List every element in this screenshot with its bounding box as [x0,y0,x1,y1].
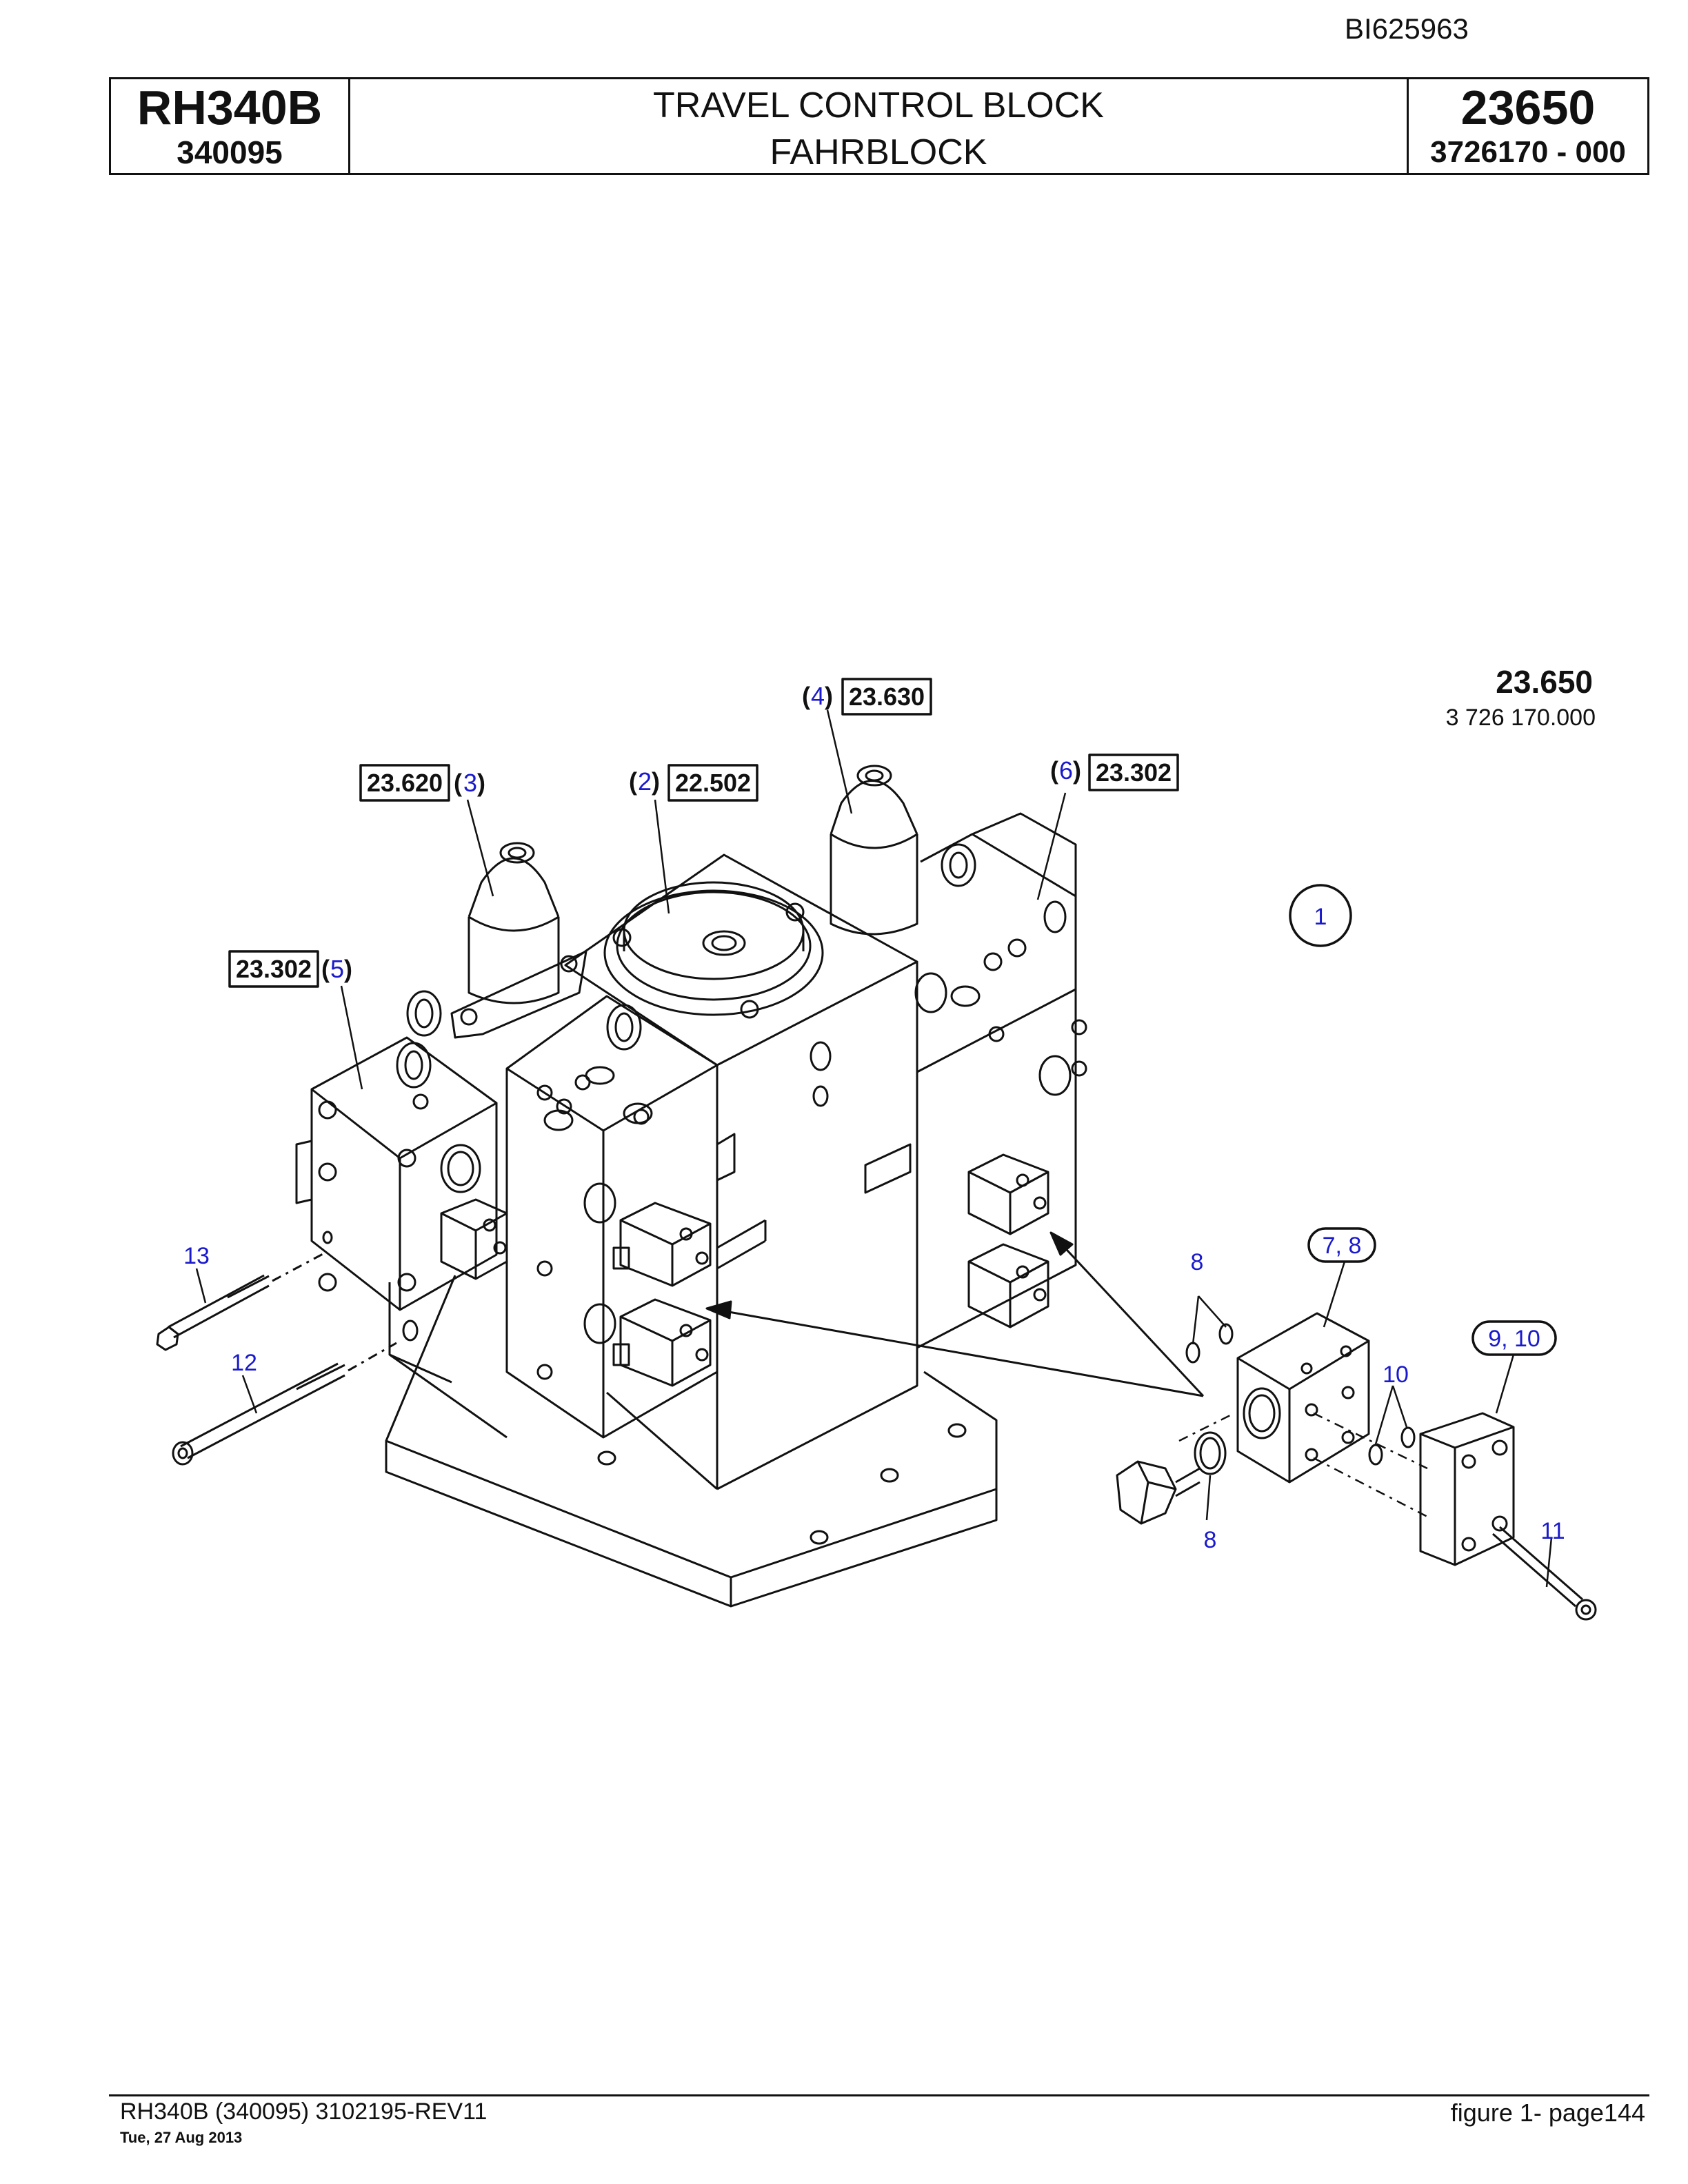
item-9-10-oval [1471,1320,1557,1356]
callout-4: ( 4 ) 23.630 [802,678,932,716]
callout-3: 23.620 ( 3 ) [359,764,485,802]
leader-lines [195,709,1553,1588]
svg-text:): ) [477,769,485,797]
document-id: BI625963 [1345,12,1469,45]
svg-text:23.630: 23.630 [849,682,925,711]
bolt-13 [156,1252,325,1351]
left-tower [396,842,642,1089]
item-9-10: 9, 10 [1488,1326,1540,1352]
footer-page: figure 1- page144 [1450,2099,1645,2127]
svg-text:): ) [652,767,660,796]
serial-number: 340095 [177,134,283,170]
item-11: 11 [1540,1518,1565,1544]
svg-text:): ) [344,955,352,983]
model-cell: RH340B 340095 [111,79,350,173]
cover-plate [1419,1412,1515,1566]
svg-text:): ) [825,682,833,710]
svg-text:(: ( [802,682,810,710]
assembly-lines [1178,1412,1428,1518]
svg-text:23.302: 23.302 [236,955,312,983]
item-12: 12 [231,1350,257,1376]
base-plate [385,1275,998,1608]
group-number: 23650 [1460,81,1596,134]
svg-text:3: 3 [463,769,477,797]
svg-text:(: ( [629,767,637,796]
callout-2: ( 2 ) 22.502 [629,764,758,802]
title-cell: TRAVEL CONTROL BLOCK FAHRBLOCK [350,79,1407,173]
footer-document-ref: RH340B (340095) 3102195-REV11 [120,2099,488,2125]
plug-and-washer [1116,1431,1227,1525]
item-1-label: 1 [1314,904,1327,930]
svg-text:23.620: 23.620 [367,769,443,797]
svg-text:2: 2 [638,767,652,796]
group-part-number: 3 726 170.000 [1446,705,1596,731]
title-german: FAHRBLOCK [770,132,987,172]
right-rear-block [914,812,1087,1349]
svg-text:): ) [1073,756,1081,785]
round-cover [603,881,824,1019]
title-english: TRAVEL CONTROL BLOCK [653,85,1104,125]
title-block: RH340B 340095 TRAVEL CONTROL BLOCK FAHRB… [109,77,1649,175]
item-8-top: 8 [1191,1249,1204,1275]
footer-date: Tue, 27 Aug 2013 [120,2129,243,2146]
callout-5: 23.302 ( 5 ) [228,950,352,988]
item-10: 10 [1383,1362,1409,1388]
svg-text:23.302: 23.302 [1096,758,1172,787]
callout-6: ( 6 ) 23.302 [1050,754,1179,791]
svg-text:6: 6 [1059,756,1073,785]
svg-text:(: ( [1050,756,1058,785]
item-7-8-oval [1307,1227,1376,1263]
svg-text:4: 4 [811,682,825,710]
item-1-circle [1289,884,1352,947]
group-label: 23.650 [1496,664,1593,700]
group-cell: 23650 3726170 - 000 [1407,79,1647,173]
item-7-8: 7, 8 [1323,1233,1362,1259]
location-arrows [705,1231,1205,1397]
leftmost-block [295,1036,508,1439]
svg-text:5: 5 [330,955,344,983]
right-tower [830,765,918,936]
bolt-12 [172,1342,397,1466]
part-number: 3726170 - 000 [1430,135,1626,169]
item-13: 13 [183,1243,210,1269]
footer-rule [109,2094,1649,2096]
svg-text:(: ( [454,769,462,797]
o-rings-10 [1368,1426,1416,1466]
bolt-11 [1492,1526,1597,1621]
left-block [505,995,767,1439]
svg-text:22.502: 22.502 [675,769,751,797]
svg-text:(: ( [321,955,330,983]
item-8-bottom: 8 [1204,1527,1217,1553]
item-numbers: 13 12 8 7, 8 9, 10 10 8 11 [183,1233,1565,1553]
adapter-block [1236,1312,1370,1484]
model-name: RH340B [137,81,323,134]
